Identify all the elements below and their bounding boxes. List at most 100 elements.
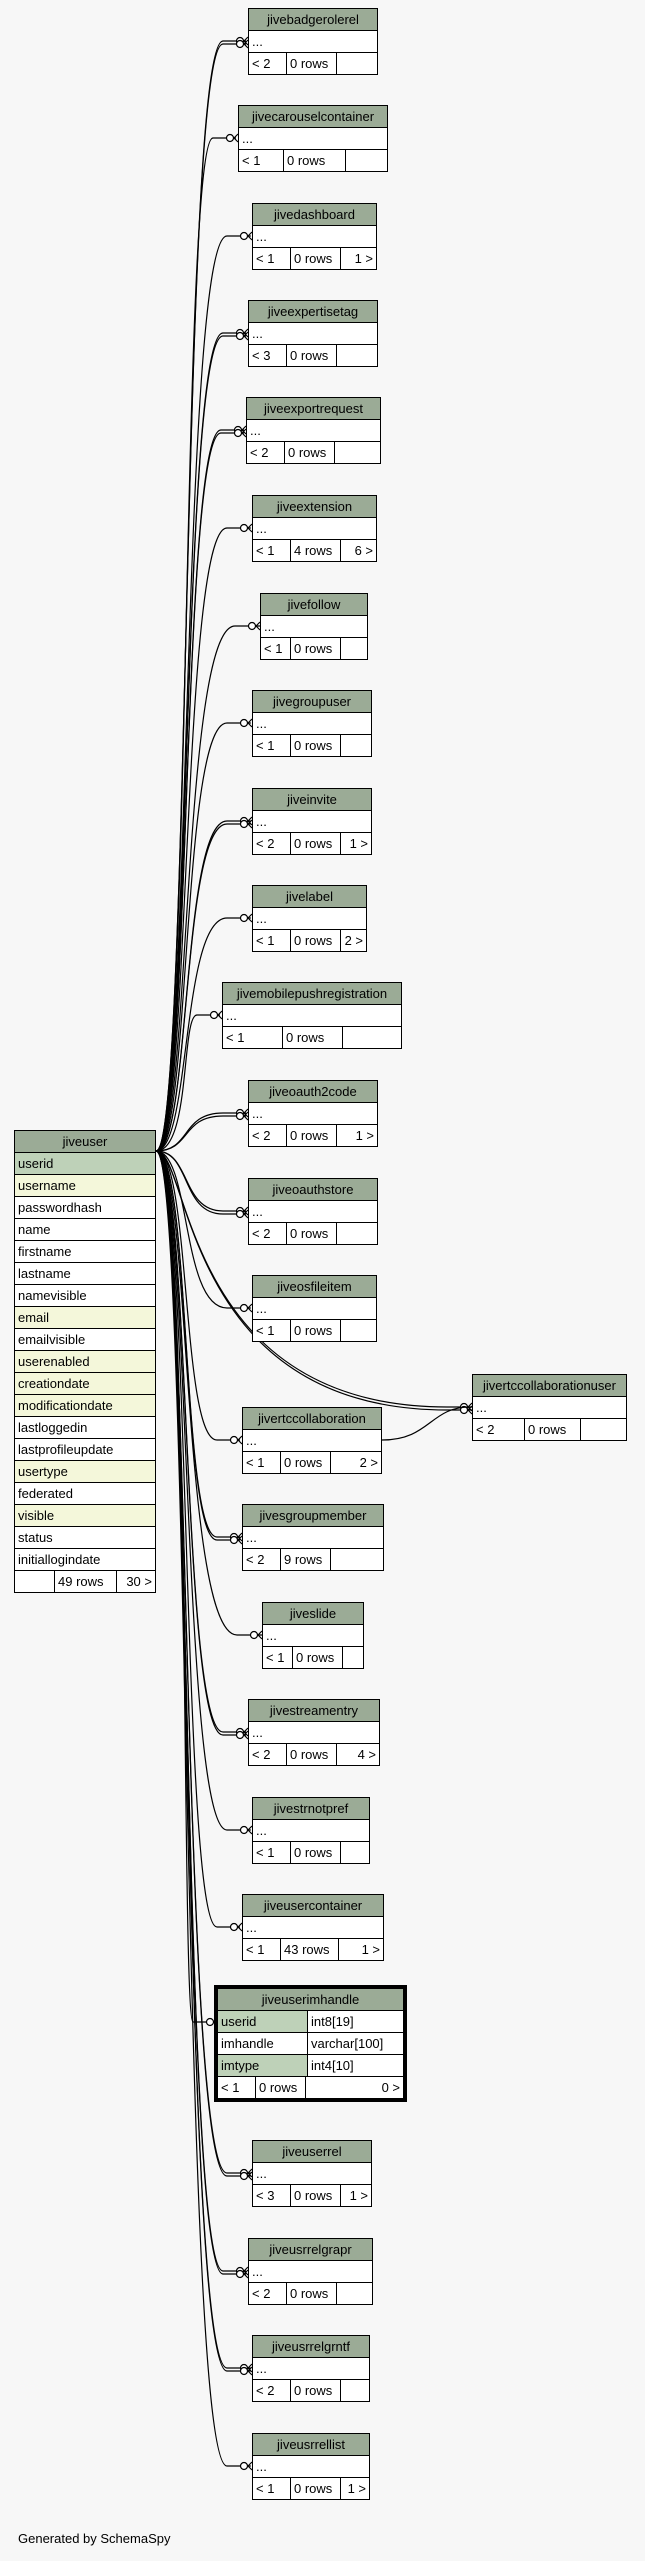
edge-jiveusercontainer [155,1150,240,1928]
footer-children: 0 > [381,2080,400,2095]
table-title[interactable]: jivestrnotpref [253,1798,369,1820]
footer-children: 1 > [361,1942,380,1957]
collapsed-columns: ... [249,1103,377,1125]
table-footer: < 1 0 rows 0 > [218,2077,403,2098]
table-title[interactable]: jiveinvite [253,789,371,811]
table-title[interactable]: jivecarouselcontainer [239,106,387,128]
footer-rows: 0 rows [291,638,341,659]
table-title[interactable]: jiveusrrelgrapr [249,2239,372,2261]
table-title[interactable]: jiveextension [253,496,376,518]
table-title[interactable]: jiveusercontainer [243,1895,383,1917]
table-title[interactable]: jivestreamentry [249,1700,379,1722]
table-title[interactable]: jivedashboard [253,204,376,226]
footer-parents: < 2 [243,1549,281,1570]
footer-children [337,53,377,74]
column-type: int4[10] [308,2055,403,2076]
column-type: int8[19] [308,2011,403,2032]
edge-end-marker [229,1435,239,1445]
table-title[interactable]: jiveuser [15,1131,155,1153]
table-title[interactable]: jiveosfileitem [253,1276,376,1298]
table-title[interactable]: jiveslide [263,1603,363,1625]
table-title[interactable]: jivesgroupmember [243,1505,383,1527]
column-status: status [15,1527,155,1549]
table-title[interactable]: jiveuserimhandle [218,1989,403,2011]
column-name: userid [218,2011,308,2032]
edge-crowfoot [257,1630,263,1640]
table-title[interactable]: jivelabel [253,886,366,908]
table-title[interactable]: jivertccollaborationuser [473,1375,626,1397]
table-title[interactable]: jivegroupuser [253,691,371,713]
edge-crowfoot [243,1730,249,1740]
column-modificationdate: modificationdate [15,1395,155,1417]
collapsed-columns: ... [249,1201,377,1223]
table-title[interactable]: jiveoauth2code [249,1081,377,1103]
edge-crowfoot [247,2461,253,2471]
footer-parents: < 1 [239,150,284,171]
edge-crowfoot [247,816,253,826]
table-title[interactable]: jivefollow [261,594,367,616]
column-emailvisible: emailvisible [15,1329,155,1351]
edge-crowfoot [241,428,247,438]
table-title[interactable]: jiveexpertisetag [249,301,377,323]
footer-parents: < 3 [249,345,287,366]
table-title[interactable]: jiveexportrequest [247,398,380,420]
footer-rows: 0 rows [256,2077,306,2098]
table-title[interactable]: jiveoauthstore [249,1179,377,1201]
edge-crowfoot [247,1303,253,1313]
table-title[interactable]: jivebadgerolerel [249,9,377,31]
column-creationdate: creationdate [15,1373,155,1395]
collapsed-columns: ... [239,128,387,150]
table-title[interactable]: jiveuserrel [253,2141,371,2163]
edge-end-marker [239,819,249,829]
edge-jiveusrrelgrapr-2 [155,1150,246,2275]
table-title[interactable]: jivemobilepushregistration [223,983,401,1005]
edge-end-marker [235,39,245,49]
table-title[interactable]: jiveusrrelgrntf [253,2336,369,2358]
edge-crowfoot [247,231,253,241]
footer-children [341,638,367,659]
edge-end-marker [239,523,249,533]
column-name: imhandle [218,2033,308,2054]
edge-end-marker [247,621,257,631]
footer-rows: 0 rows [281,1452,331,1473]
table-title[interactable]: jiveusrrellist [253,2434,369,2456]
table-title[interactable]: jivertccollaboration [243,1408,381,1430]
edge-crowfoot [255,621,261,631]
edge-crowfoot [243,2269,249,2279]
footer-parents: < 1 [253,735,291,756]
footer-children [337,345,377,366]
